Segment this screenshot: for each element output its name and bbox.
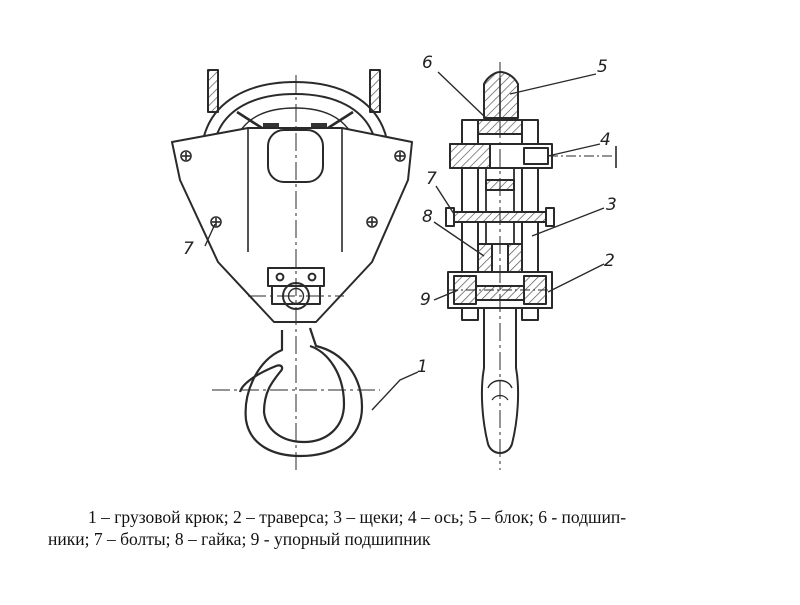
- label-front-1: 1: [417, 357, 428, 377]
- label-side-2: 2: [604, 251, 615, 271]
- caption-line-1: 1 – грузовой крюк; 2 – траверса; 3 – щек…: [88, 507, 627, 527]
- label-side-7: 7: [426, 169, 437, 189]
- front-cheek-plate: [171, 127, 413, 323]
- front-center-lines: [212, 75, 380, 470]
- side-axle: [449, 143, 617, 169]
- side-view: [433, 62, 617, 470]
- front-view: [171, 69, 419, 470]
- front-bolts: [180, 150, 406, 228]
- label-side-4: 4: [600, 130, 611, 150]
- label-side-8: 8: [422, 207, 433, 227]
- front-hook: [238, 327, 364, 458]
- front-sheave: [202, 81, 388, 141]
- label-side-3: 3: [606, 195, 617, 215]
- caption: 1 – грузовой крюк; 2 – траверса; 3 – щек…: [48, 506, 768, 550]
- label-side-9: 9: [420, 290, 431, 310]
- caption-line-2: ники; 7 – болты; 8 – гайка; 9 - упорный …: [48, 529, 431, 549]
- label-front-7: 7: [183, 239, 194, 259]
- side-leader-lines: [433, 71, 605, 301]
- label-side-5: 5: [597, 57, 608, 77]
- front-suspension-rods: [207, 69, 381, 113]
- labels: 7 1 6 5 4 7 3 8 2 9: [183, 53, 617, 377]
- side-sheave: [483, 71, 519, 119]
- label-side-6: 6: [422, 53, 433, 73]
- side-hook-shank: [480, 307, 520, 454]
